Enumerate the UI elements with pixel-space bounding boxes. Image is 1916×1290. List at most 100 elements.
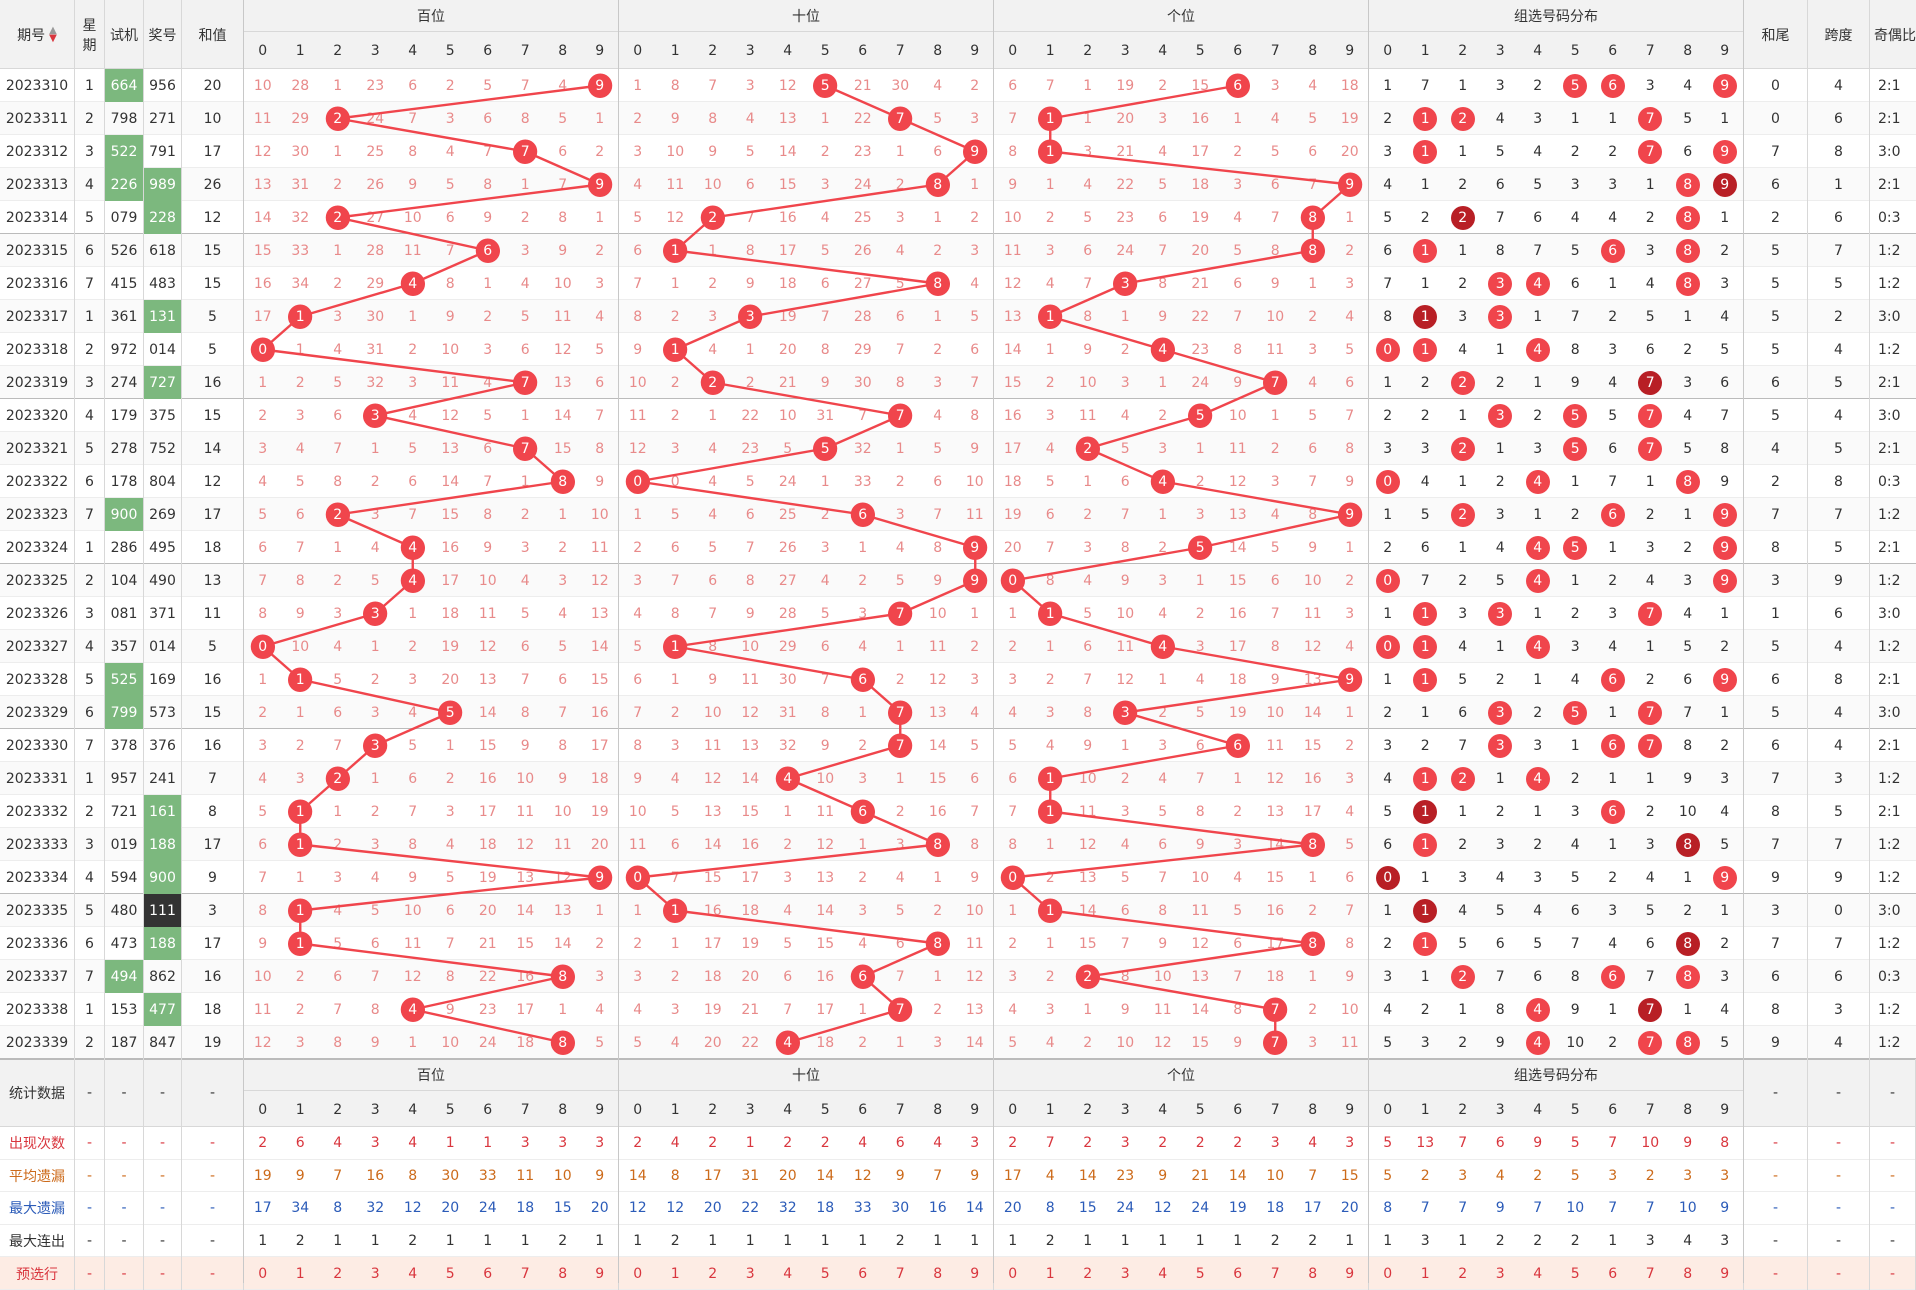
miss-cell: 19: [703, 1001, 722, 1018]
miss-cell: 4: [820, 572, 830, 589]
miss-cell: 2: [1158, 407, 1168, 424]
number-ball: 8: [550, 469, 575, 494]
group-cell: 8: [1669, 201, 1707, 234]
group-ball: 4: [1525, 766, 1550, 791]
stats-value: 1: [1008, 1233, 1018, 1250]
stats-value: 3: [745, 1265, 755, 1282]
stats-value: 6: [1608, 1265, 1618, 1282]
miss-cell: 7: [582, 399, 619, 432]
group-cell: 2: [1645, 506, 1655, 523]
stats-digit-0-4: 4: [408, 1101, 418, 1118]
group-cell: 2: [1533, 407, 1543, 424]
miss-cell: 3: [745, 77, 755, 94]
group-cell: 1: [1533, 671, 1543, 688]
miss-cell: 19: [478, 869, 497, 886]
miss-cell: 21: [1191, 275, 1210, 292]
ratio-cell: 1:2: [1878, 869, 1901, 886]
miss-cell: 1: [633, 77, 643, 94]
miss-cell: 3: [1195, 506, 1205, 523]
header-period[interactable]: 期号▲▼: [0, 0, 75, 69]
group-cell: 1: [1458, 143, 1468, 160]
miss-cell: 3: [1158, 737, 1168, 754]
group-cell: 1: [1458, 539, 1468, 556]
miss-cell: 1: [408, 1034, 418, 1051]
group-cell: 5: [1458, 671, 1468, 688]
trial-cell: 019: [105, 828, 144, 861]
prize-cell: 752: [144, 432, 182, 465]
miss-cell: 22: [1116, 176, 1135, 193]
prize-cell: 483: [144, 267, 182, 300]
tail-cell: 6: [1744, 366, 1808, 399]
miss-cell: 3: [1083, 539, 1093, 556]
miss-cell: 7: [1332, 399, 1369, 432]
miss-cell: 2: [933, 242, 943, 259]
number-ball: 5: [1188, 535, 1213, 560]
stats-section-2: 个位: [994, 1059, 1369, 1091]
miss-cell: 4: [670, 770, 680, 787]
stats-value: 14: [1228, 1167, 1247, 1184]
miss-cell: 2: [933, 341, 943, 358]
miss-cell: 4: [445, 836, 455, 853]
table-row: [0, 729, 1916, 762]
stats-value: 6: [1495, 1135, 1505, 1152]
miss-cell: 9: [483, 209, 493, 226]
number-ball: 4: [775, 766, 800, 791]
miss-cell: 4: [333, 341, 343, 358]
stats-label: 平均遗漏: [0, 1159, 75, 1193]
miss-cell: 13: [703, 803, 722, 820]
group-ball: 7: [1638, 370, 1663, 395]
miss-cell: 7: [1332, 894, 1369, 927]
miss-cell: 8: [708, 638, 718, 655]
sort-icon[interactable]: ▲▼: [49, 24, 57, 44]
miss-cell: 29: [853, 341, 872, 358]
miss-cell: 26: [366, 176, 385, 193]
group-cell: 1: [1683, 1001, 1693, 1018]
stats-value: 23: [1116, 1167, 1135, 1184]
miss-cell: 13: [582, 597, 619, 630]
group-cell: 2: [1533, 836, 1543, 853]
miss-cell: 3: [783, 869, 793, 886]
stats-value: 3: [1645, 1233, 1655, 1250]
miss-cell: 18: [703, 968, 722, 985]
stats-value: 6: [295, 1135, 305, 1152]
miss-cell: 1: [1158, 671, 1168, 688]
period-cell: 2023315: [0, 234, 75, 267]
prize-cell: 490: [144, 564, 182, 597]
group-cell: 2: [1383, 539, 1393, 556]
miss-cell: 6: [633, 242, 643, 259]
stats-value: 2: [633, 1135, 643, 1152]
column-divider: [993, 0, 994, 1283]
number-ball: 4: [775, 1030, 800, 1055]
miss-cell: 4: [333, 638, 343, 655]
group-cell: 4: [1383, 1001, 1393, 1018]
miss-cell: 30: [891, 77, 910, 94]
group-cell: 4: [1683, 77, 1693, 94]
group-cell: 3: [1482, 300, 1520, 333]
hit-cell: 1: [1032, 762, 1070, 795]
stats-digit-0-3: 3: [370, 1101, 380, 1118]
period-cell: 2023333: [0, 828, 75, 861]
stats-value: 8: [1045, 1200, 1055, 1217]
miss-cell: 13: [253, 176, 272, 193]
stats-value: 2: [783, 1135, 793, 1152]
header-week-char: 期: [82, 37, 97, 54]
period-cell: 2023326: [0, 597, 75, 630]
miss-cell: 12: [253, 143, 272, 160]
miss-cell: 3: [1120, 374, 1130, 391]
tail-cell: 0: [1744, 69, 1808, 102]
stats-digit-2-8: 8: [1308, 1101, 1318, 1118]
miss-cell: 6: [1083, 638, 1093, 655]
hit-cell: 6: [844, 498, 882, 531]
group-ball: 5: [1563, 403, 1588, 428]
miss-cell: 4: [1120, 407, 1130, 424]
group-cell: 2: [1495, 473, 1505, 490]
miss-cell: 12: [741, 704, 760, 721]
group-cell: 5: [1683, 110, 1693, 127]
stats-value: 2: [1458, 1265, 1468, 1282]
stats-value: 10: [553, 1167, 572, 1184]
group-cell: 3: [1683, 572, 1693, 589]
miss-cell: 9: [258, 935, 268, 952]
group-cell: 1: [1495, 638, 1505, 655]
miss-cell: 17: [478, 803, 497, 820]
span-cell: 9: [1808, 861, 1870, 894]
